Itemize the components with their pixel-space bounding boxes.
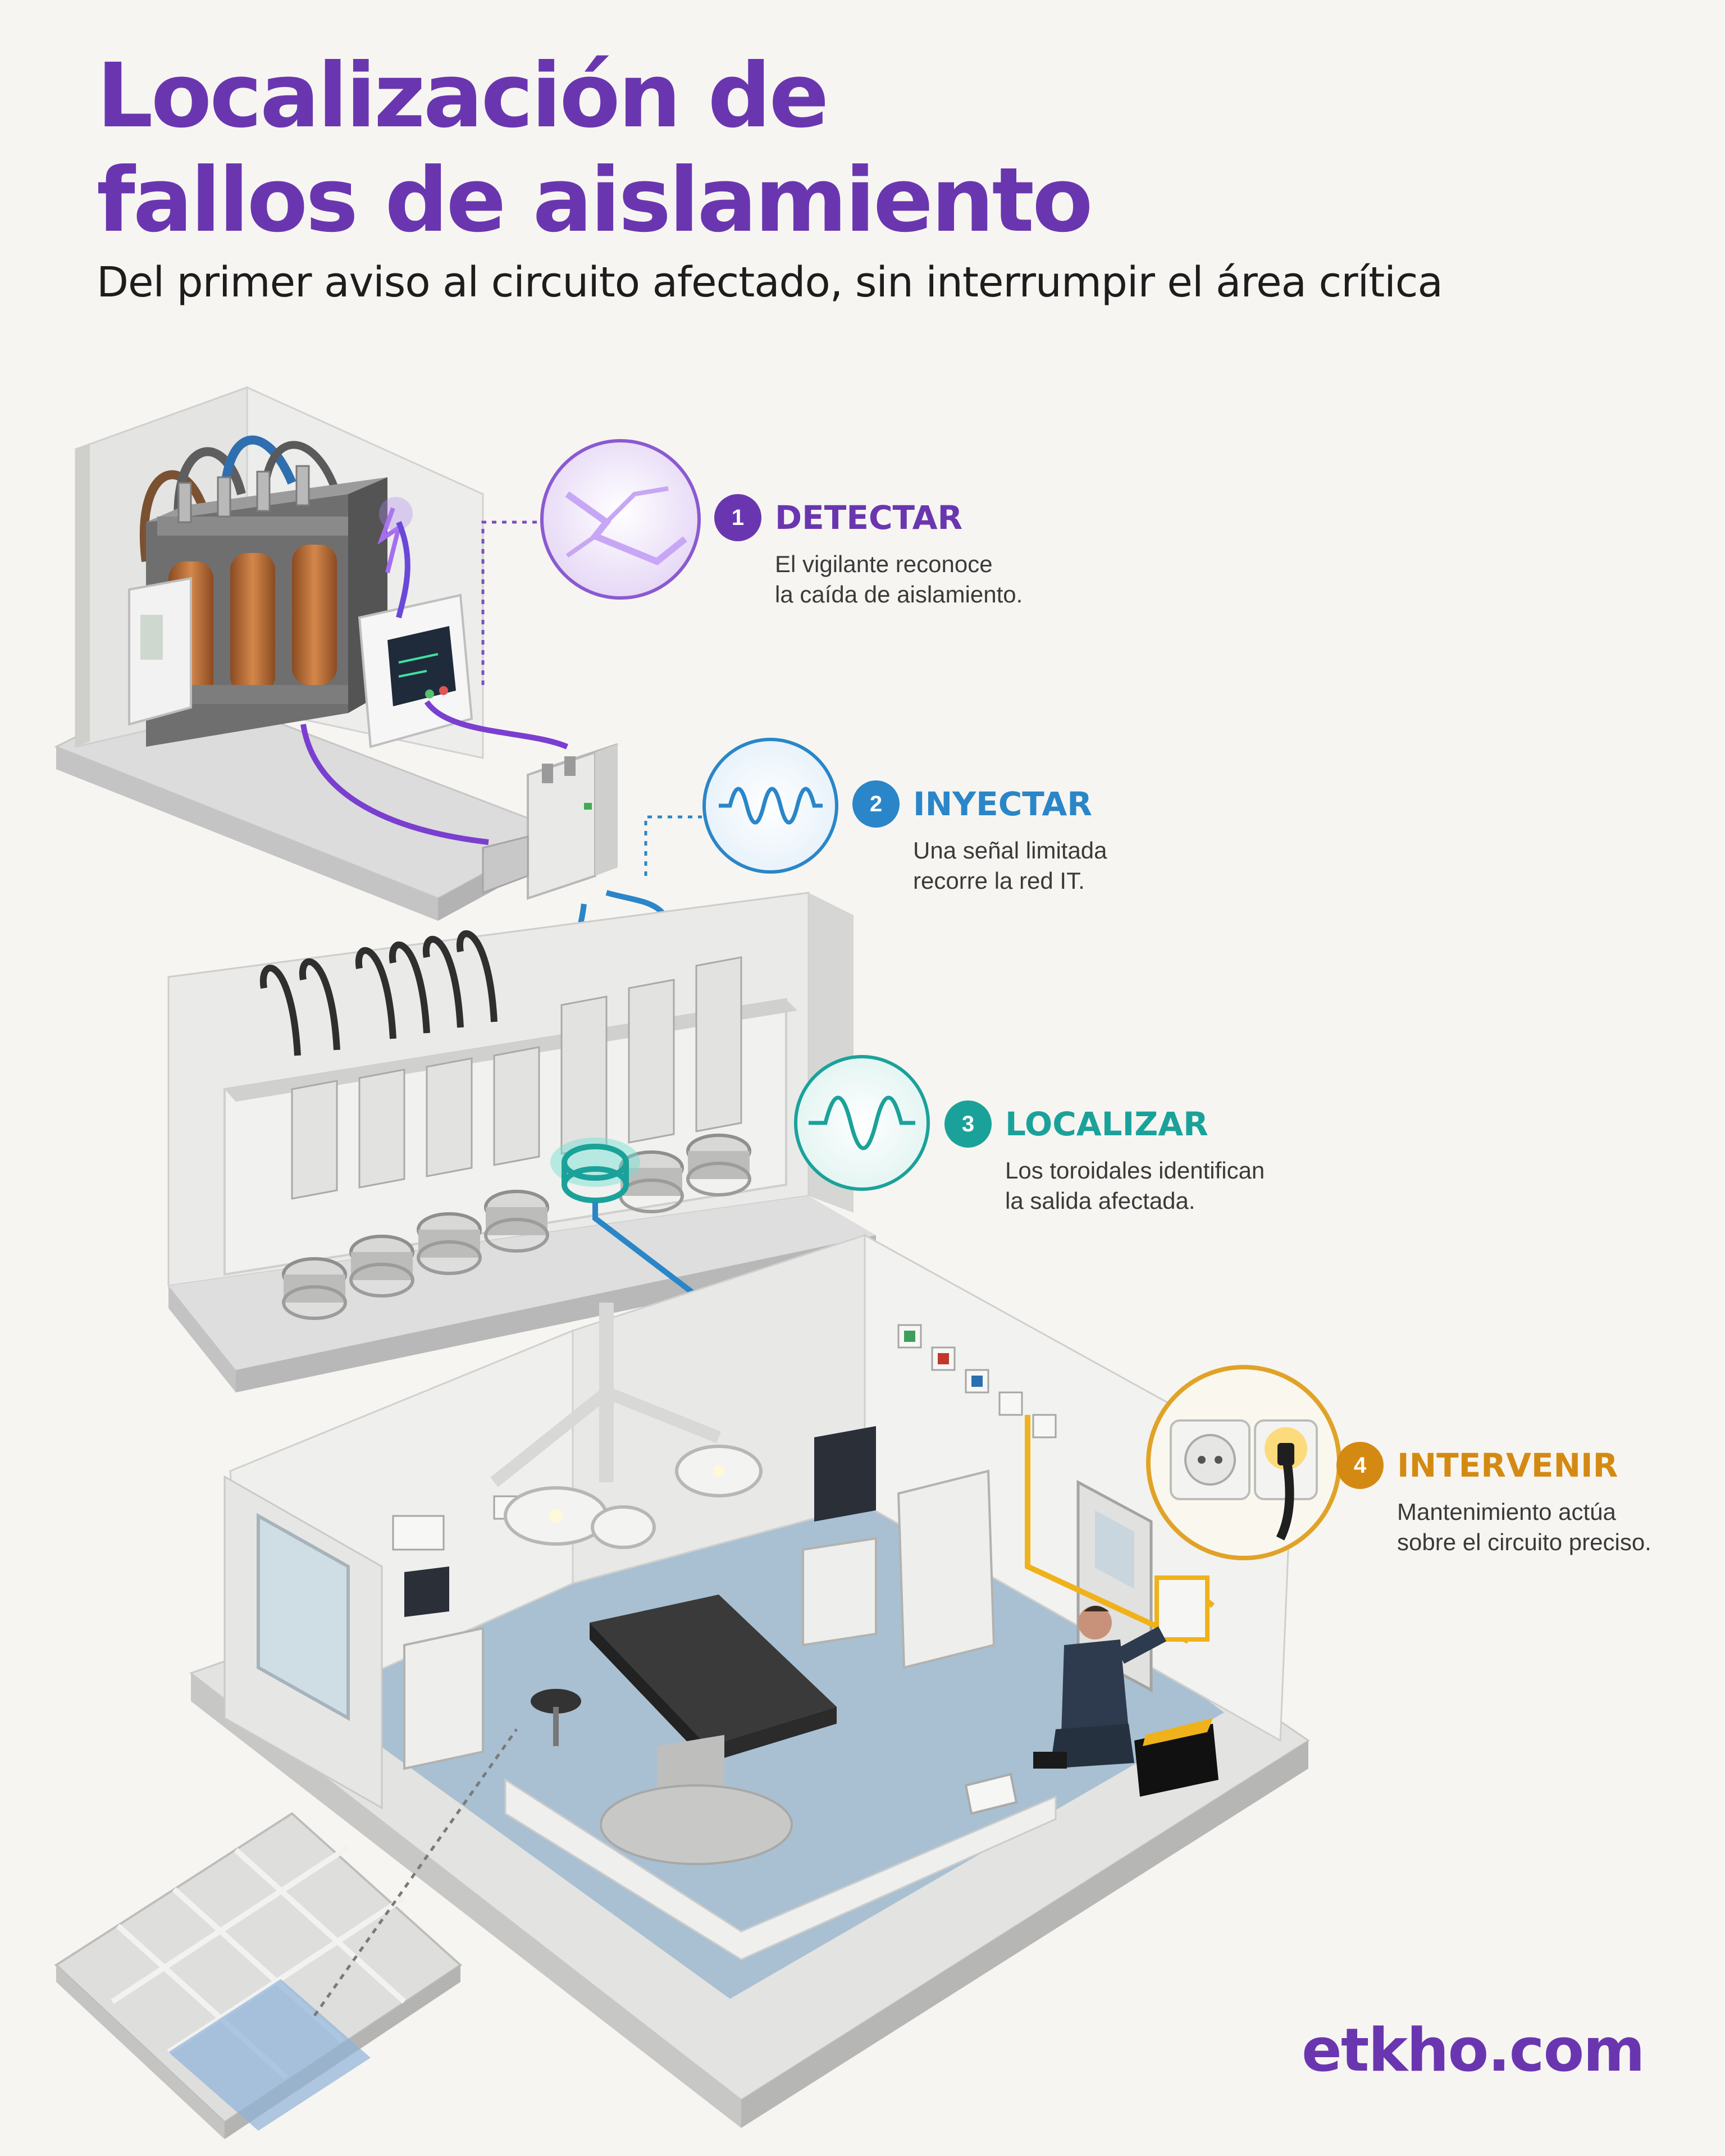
- step-2-description: Una señal limitada recorre la red IT.: [913, 835, 1227, 896]
- step-3-badge: 3: [944, 1100, 992, 1148]
- step-4-badge: 4: [1336, 1442, 1384, 1489]
- switchboard-room: [167, 892, 876, 1392]
- page-subtitle: Del primer aviso al circuito afectado, s…: [97, 258, 1443, 307]
- step-3-description: Los toroidales identifican la salida afe…: [1005, 1155, 1320, 1216]
- step-2-badge: 2: [852, 780, 900, 828]
- step-3-title: LOCALIZAR: [1005, 1105, 1208, 1143]
- title-line-2: fallos de aislamiento: [97, 149, 1093, 252]
- step-4-description-line-2: sobre el circuito preciso.: [1397, 1529, 1651, 1555]
- insulation-monitor: [358, 593, 473, 748]
- highlighted-toroid: [550, 1138, 640, 1203]
- sine-wave-icon: [702, 738, 838, 874]
- step-1-title: DETECTAR: [775, 499, 963, 537]
- step-4-title: INTERVENIR: [1397, 1446, 1618, 1484]
- step-3-description-line-1: Los toroidales identifican: [1005, 1157, 1265, 1184]
- transformer-room: [54, 386, 568, 921]
- step-2-title: INYECTAR: [913, 785, 1092, 823]
- step-1-description-line-2: la caída de aislamiento.: [775, 581, 1023, 607]
- operating-room: [189, 1234, 1310, 2128]
- step-2-description-line-2: recorre la red IT.: [913, 867, 1085, 894]
- breaker-row: [291, 956, 742, 1200]
- sine-wave-icon: [794, 1055, 930, 1191]
- step-1-description-line-1: El vigilante reconoce: [775, 551, 993, 577]
- step-3-description-line-2: la salida afectada.: [1005, 1187, 1195, 1214]
- operating-table: [590, 1595, 837, 1865]
- step-1-description: El vigilante reconoce la caída de aislam…: [775, 549, 1089, 610]
- brand-logo-text[interactable]: etkho.com: [1302, 2016, 1645, 2085]
- lightning-icon: [540, 439, 701, 600]
- step-1-badge: 1: [714, 494, 761, 541]
- step-2-description-line-1: Una señal limitada: [913, 837, 1107, 864]
- hospital-floor-plan: [54, 1728, 518, 2139]
- technician: [1033, 1606, 1219, 1797]
- page-title: Localización de fallos de aislamiento: [97, 44, 1093, 253]
- socket-plug-icon: [1146, 1365, 1341, 1560]
- title-line-1: Localización de: [97, 44, 829, 148]
- medical-carts: [403, 1469, 996, 1770]
- step-4-description: Mantenimiento actúa sobre el circuito pr…: [1397, 1497, 1712, 1557]
- step-4-description-line-1: Mantenimiento actúa: [1397, 1499, 1616, 1525]
- surgical-lights: [490, 1303, 763, 1549]
- fault-spark: [377, 507, 403, 573]
